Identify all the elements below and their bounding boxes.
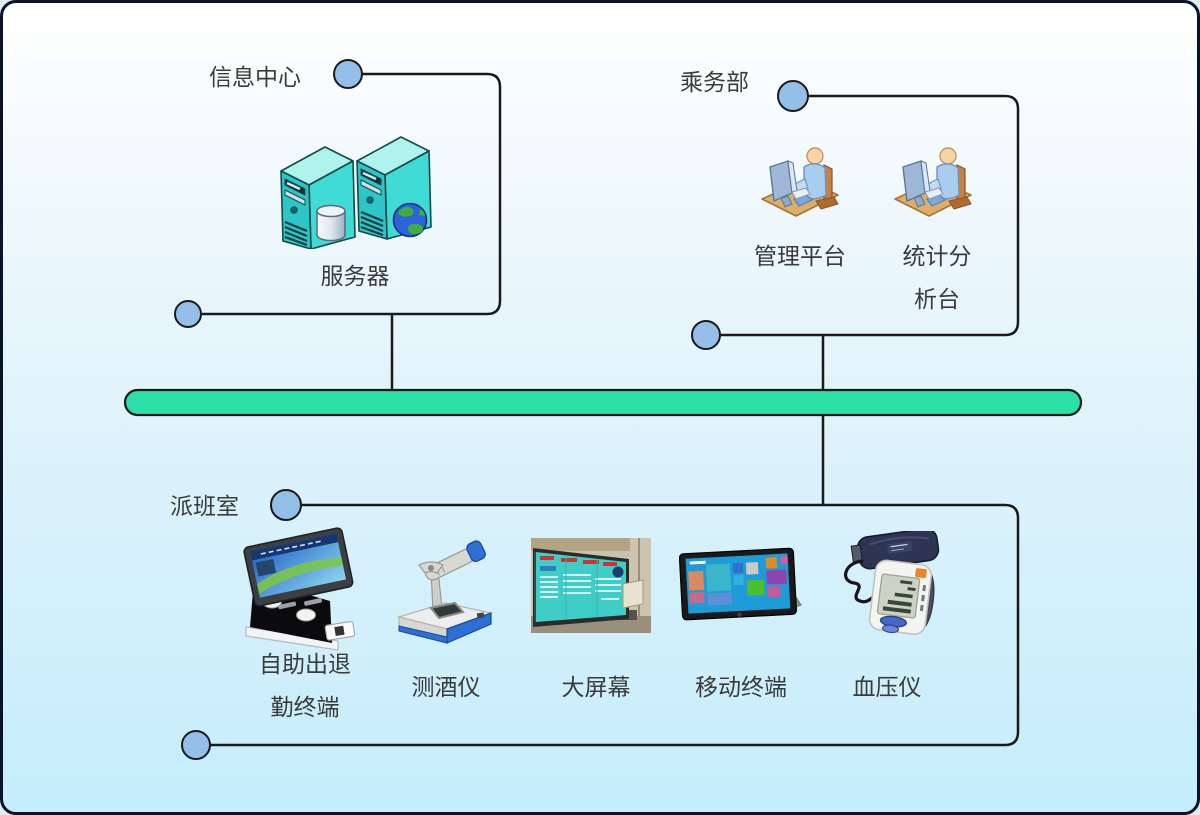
group-box-crew-dept	[720, 94, 1020, 337]
kiosk-terminal-icon	[240, 523, 370, 653]
workstation-icon	[758, 143, 842, 223]
connector-node-icon	[174, 300, 202, 328]
item-label-stats-station: 统计分 析台	[902, 243, 972, 312]
connector-node-icon	[691, 320, 721, 350]
network-bus-bar	[123, 388, 1083, 417]
item-label-bp-monitor: 血压仪	[852, 674, 922, 700]
server-pair-icon	[271, 125, 437, 250]
connector-layer	[123, 59, 1083, 760]
blood-pressure-icon	[836, 527, 948, 641]
group-label-info-center: 信息中心	[209, 64, 301, 90]
big-screen-icon	[531, 538, 651, 633]
item-label-bigscreen: 大屏幕	[561, 674, 631, 700]
breathalyzer-icon	[391, 525, 496, 650]
item-label-tablet: 移动终端	[695, 674, 787, 700]
globe-icon	[392, 202, 428, 238]
workstation-icon	[891, 143, 975, 223]
group-label-crew-dept: 乘务部	[680, 69, 749, 95]
connector-node-icon	[181, 730, 211, 760]
item-label-mgmt-platform: 管理平台	[754, 243, 846, 269]
tablet-icon	[678, 545, 804, 630]
connector-node-icon	[270, 489, 302, 521]
database-icon	[316, 204, 346, 242]
connector-node-icon	[333, 59, 363, 89]
group-label-dispatch-room: 派班室	[170, 493, 239, 519]
group-box-info-center	[202, 72, 502, 316]
group-box-dispatch-room	[210, 503, 1020, 747]
connector-node-icon	[777, 80, 809, 112]
item-label-server: 服务器	[320, 263, 390, 289]
item-label-breathalyzer: 测酒仪	[411, 674, 481, 700]
item-label-kiosk: 自助出退 勤终端	[259, 651, 351, 720]
